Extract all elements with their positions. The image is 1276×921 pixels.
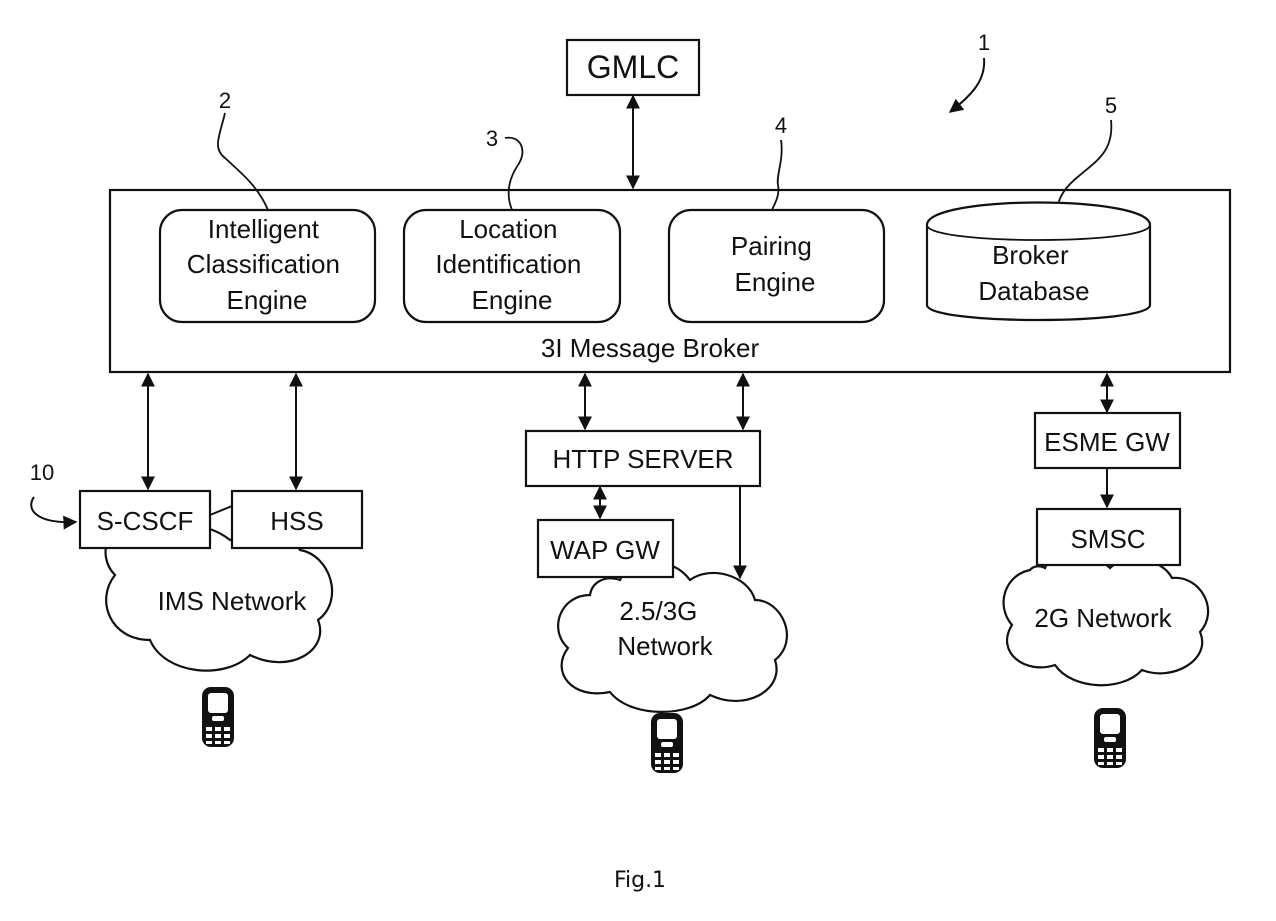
- smsc-label: SMSC: [1070, 524, 1145, 554]
- message-broker-label: 3I Message Broker: [541, 333, 760, 363]
- ref-10-label: 10: [30, 460, 54, 485]
- pairing-engine-box: [669, 210, 884, 322]
- ref-4-label: 4: [775, 113, 787, 138]
- ref-1-arrow: [950, 58, 984, 112]
- phone-icon: [1094, 708, 1126, 768]
- ref-5-label: 5: [1105, 93, 1117, 118]
- scscf-hss-connector: [210, 506, 232, 515]
- wap-gw-label: WAP GW: [550, 535, 660, 565]
- ims-network-label: IMS Network: [158, 586, 308, 616]
- phone-icon: [202, 687, 234, 747]
- figure-caption: Fig.1: [614, 868, 666, 893]
- ref-2-label: 2: [219, 88, 231, 113]
- ref-10-arrow: [31, 497, 76, 522]
- ref-1-label: 1: [978, 30, 990, 55]
- gmlc-label: GMLC: [587, 49, 679, 85]
- network-2g-label: 2G Network: [1034, 603, 1172, 633]
- ref-3-label: 3: [486, 126, 498, 151]
- esme-gw-label: ESME GW: [1044, 427, 1170, 457]
- hss-label: HSS: [270, 506, 323, 536]
- phone-icon: [651, 713, 683, 773]
- http-server-label: HTTP SERVER: [552, 444, 733, 474]
- scscf-label: S-CSCF: [97, 506, 194, 536]
